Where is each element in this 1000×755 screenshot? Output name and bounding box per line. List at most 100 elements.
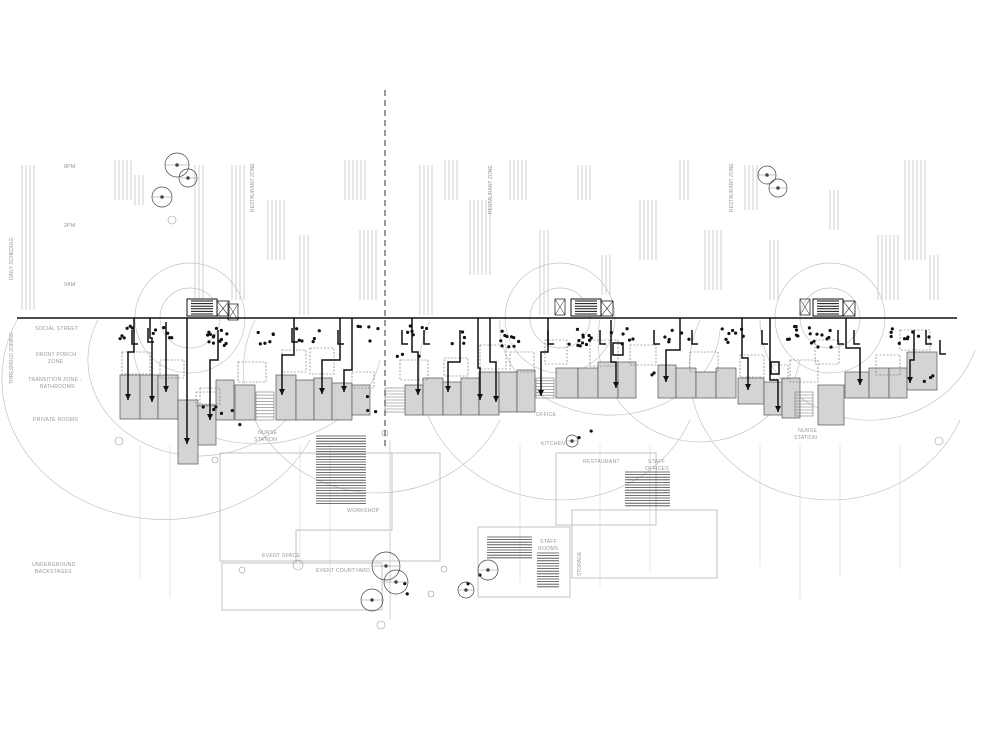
porch-outline: [544, 339, 568, 365]
person-dot: [794, 324, 798, 329]
arrow-head: [163, 386, 169, 392]
person-dot: [367, 325, 371, 329]
path-stub: [547, 330, 554, 345]
person-dot: [670, 328, 674, 332]
person-dot: [911, 330, 915, 334]
people-dots: [118, 324, 935, 596]
restaurant-zone-label-2: RESTAURANT ZONE: [488, 165, 494, 214]
porch-outline: [237, 361, 267, 383]
private-room: [215, 379, 235, 421]
person-dot: [820, 333, 824, 337]
person-dot: [650, 373, 654, 377]
person-dot: [460, 330, 465, 334]
path-stub: [423, 330, 430, 345]
path-stub: [291, 328, 298, 343]
arrow-head: [207, 414, 213, 420]
private-room: [313, 377, 333, 421]
person-dot: [207, 340, 211, 344]
private-room: [715, 367, 737, 399]
schedule-lines: [21, 160, 939, 600]
private-room: [695, 371, 717, 399]
path-stub: [837, 330, 844, 345]
porch-outline: [479, 344, 507, 370]
person-dot: [256, 330, 260, 335]
path-box: [612, 342, 624, 356]
person-dot: [720, 327, 724, 331]
person-dot: [928, 375, 933, 380]
person-dot: [410, 329, 414, 333]
person-dot: [812, 339, 816, 343]
person-dot: [620, 342, 624, 346]
person-dot: [120, 334, 124, 338]
arrow-head: [184, 438, 190, 444]
porch-outline: [689, 351, 719, 373]
private-room: [617, 361, 637, 399]
social-street-label: SOCIAL STREET: [35, 326, 79, 332]
private-room: [844, 371, 870, 399]
circulation-path: [610, 320, 617, 388]
person-dot: [827, 335, 831, 340]
porch-outline: [443, 357, 469, 377]
person-dot: [218, 339, 222, 343]
circulation-path: [665, 318, 681, 382]
person-dot: [589, 336, 593, 340]
porch-outline: [159, 359, 185, 379]
person-dot: [500, 329, 504, 333]
person-dot: [578, 344, 582, 348]
staff-offices-1: STAFF: [648, 459, 665, 465]
private-room: [139, 374, 159, 420]
gate-box: [216, 300, 230, 317]
person-dot: [726, 340, 730, 344]
office-label: OFFICE: [536, 412, 557, 418]
private-room: [331, 382, 353, 421]
nurse-station-a-2: STATION: [254, 437, 277, 443]
trees: [151, 152, 788, 612]
time-8pm: 8PM: [64, 164, 76, 170]
person-dot: [400, 352, 405, 356]
path-stub: [939, 340, 946, 355]
person-dot: [374, 410, 378, 414]
path-stub: [147, 328, 154, 343]
person-dot: [125, 326, 129, 330]
person-dot: [808, 332, 812, 336]
private-room: [498, 371, 518, 413]
person-dot: [733, 331, 738, 335]
person-dot: [162, 326, 166, 330]
person-dot: [424, 326, 429, 331]
arrow-head: [613, 382, 619, 388]
person-dot: [828, 328, 832, 333]
person-dot: [897, 341, 901, 345]
person-dot: [807, 326, 812, 330]
marker-4: [427, 590, 435, 598]
porch-outline: [629, 344, 657, 366]
daily-schedule-label: DAILY SCHEDULE: [9, 237, 15, 280]
person-dot: [890, 327, 894, 331]
porch-outline: [509, 351, 535, 373]
person-dot: [625, 327, 629, 331]
arrow-head: [907, 377, 913, 383]
gate-side-cross: [227, 303, 239, 321]
threshold-zoning-label: THRESHOLD ZONING: [9, 332, 15, 384]
person-dot: [212, 334, 216, 338]
person-dot: [580, 341, 585, 345]
time-2pm: 2PM: [64, 223, 76, 229]
arrow-head: [341, 386, 347, 392]
marker-left: [114, 436, 124, 446]
kitchen-label: KITCHEN: [541, 441, 565, 447]
person-dot: [905, 337, 910, 341]
person-dot: [214, 326, 219, 331]
private-room: [763, 381, 783, 416]
person-dot: [214, 405, 218, 409]
person-dot: [225, 332, 229, 336]
marker-5: [440, 565, 448, 573]
gate-side-box: [554, 298, 566, 316]
marker-right: [934, 436, 944, 446]
arc-3: [418, 319, 691, 501]
person-dot: [297, 338, 301, 342]
person-dot: [889, 334, 893, 339]
gate-cross: [216, 300, 230, 317]
arrow-head: [125, 394, 131, 400]
person-dot: [417, 354, 421, 358]
staff-offices-2: OFFICES: [645, 466, 669, 472]
